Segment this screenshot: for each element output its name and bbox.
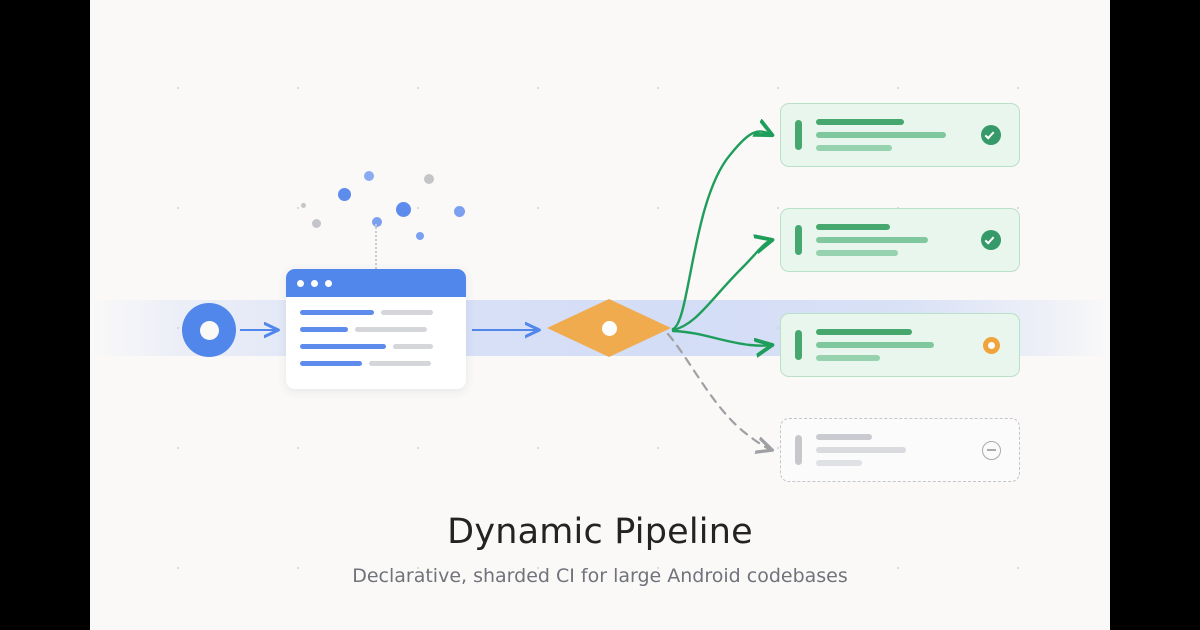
window-row-value <box>393 344 433 349</box>
card-placeholder-lines <box>816 119 971 151</box>
spark-dot <box>312 219 321 228</box>
diagram-stage: Dynamic Pipeline Declarative, sharded CI… <box>90 0 1110 630</box>
spark-dot <box>424 174 434 184</box>
window-dot-3-icon <box>325 280 332 287</box>
window-row-key <box>300 344 386 349</box>
minus-circle-icon <box>981 440 1001 460</box>
window-row-value <box>355 327 427 332</box>
shard-card-3[interactable] <box>780 313 1020 377</box>
card-line <box>816 224 890 230</box>
card-accent-bar <box>795 225 802 255</box>
card-line <box>816 132 946 138</box>
spark-dot <box>416 232 424 240</box>
spark-dot <box>454 206 465 217</box>
window-content-row <box>300 361 452 366</box>
shard-card-4[interactable] <box>780 418 1020 482</box>
card-placeholder-lines <box>816 434 971 466</box>
status-badge <box>971 230 1011 250</box>
status-badge <box>971 336 1011 354</box>
start-circle-icon <box>199 320 219 340</box>
card-line <box>816 237 928 243</box>
spark-dot <box>301 203 306 208</box>
shard-card-1[interactable] <box>780 103 1020 167</box>
window-row-value <box>369 361 431 366</box>
card-accent-bar <box>795 120 802 150</box>
status-badge <box>971 440 1011 460</box>
page-title: Dynamic Pipeline <box>447 512 753 552</box>
card-line <box>816 447 906 453</box>
card-line <box>816 355 880 361</box>
window-row-key <box>300 310 374 315</box>
card-accent-bar <box>795 435 802 465</box>
feeder-dotted-line <box>375 224 377 272</box>
card-line <box>816 250 898 256</box>
window-content-row <box>300 310 452 315</box>
spark-dot <box>396 202 411 217</box>
running-circle-icon <box>982 336 1000 354</box>
card-accent-bar <box>795 330 802 360</box>
card-placeholder-lines <box>816 224 971 256</box>
window-row-key <box>300 327 348 332</box>
card-line <box>816 342 934 348</box>
decision-node[interactable] <box>547 299 671 357</box>
card-line <box>816 460 862 466</box>
config-window[interactable] <box>286 269 466 389</box>
window-row-value <box>381 310 433 315</box>
window-row-key <box>300 361 362 366</box>
start-node[interactable] <box>182 303 236 357</box>
card-placeholder-lines <box>816 329 971 361</box>
page-subtitle: Declarative, sharded CI for large Androi… <box>352 564 848 587</box>
window-content-row <box>300 327 452 332</box>
window-titlebar <box>286 269 466 297</box>
window-content <box>286 297 466 366</box>
check-circle-icon <box>981 125 1001 145</box>
card-line <box>816 434 872 440</box>
card-line <box>816 329 912 335</box>
status-badge <box>971 125 1011 145</box>
window-dot-1-icon <box>297 280 304 287</box>
decision-center-dot <box>601 320 617 336</box>
card-line <box>816 145 892 151</box>
window-dot-2-icon <box>311 280 318 287</box>
spark-dot <box>364 171 374 181</box>
spark-dot <box>372 217 382 227</box>
window-content-row <box>300 344 452 349</box>
spark-dot <box>338 188 351 201</box>
check-circle-icon <box>981 230 1001 250</box>
caption-block: Dynamic Pipeline Declarative, sharded CI… <box>90 513 1110 587</box>
shard-card-2[interactable] <box>780 208 1020 272</box>
card-line <box>816 119 904 125</box>
